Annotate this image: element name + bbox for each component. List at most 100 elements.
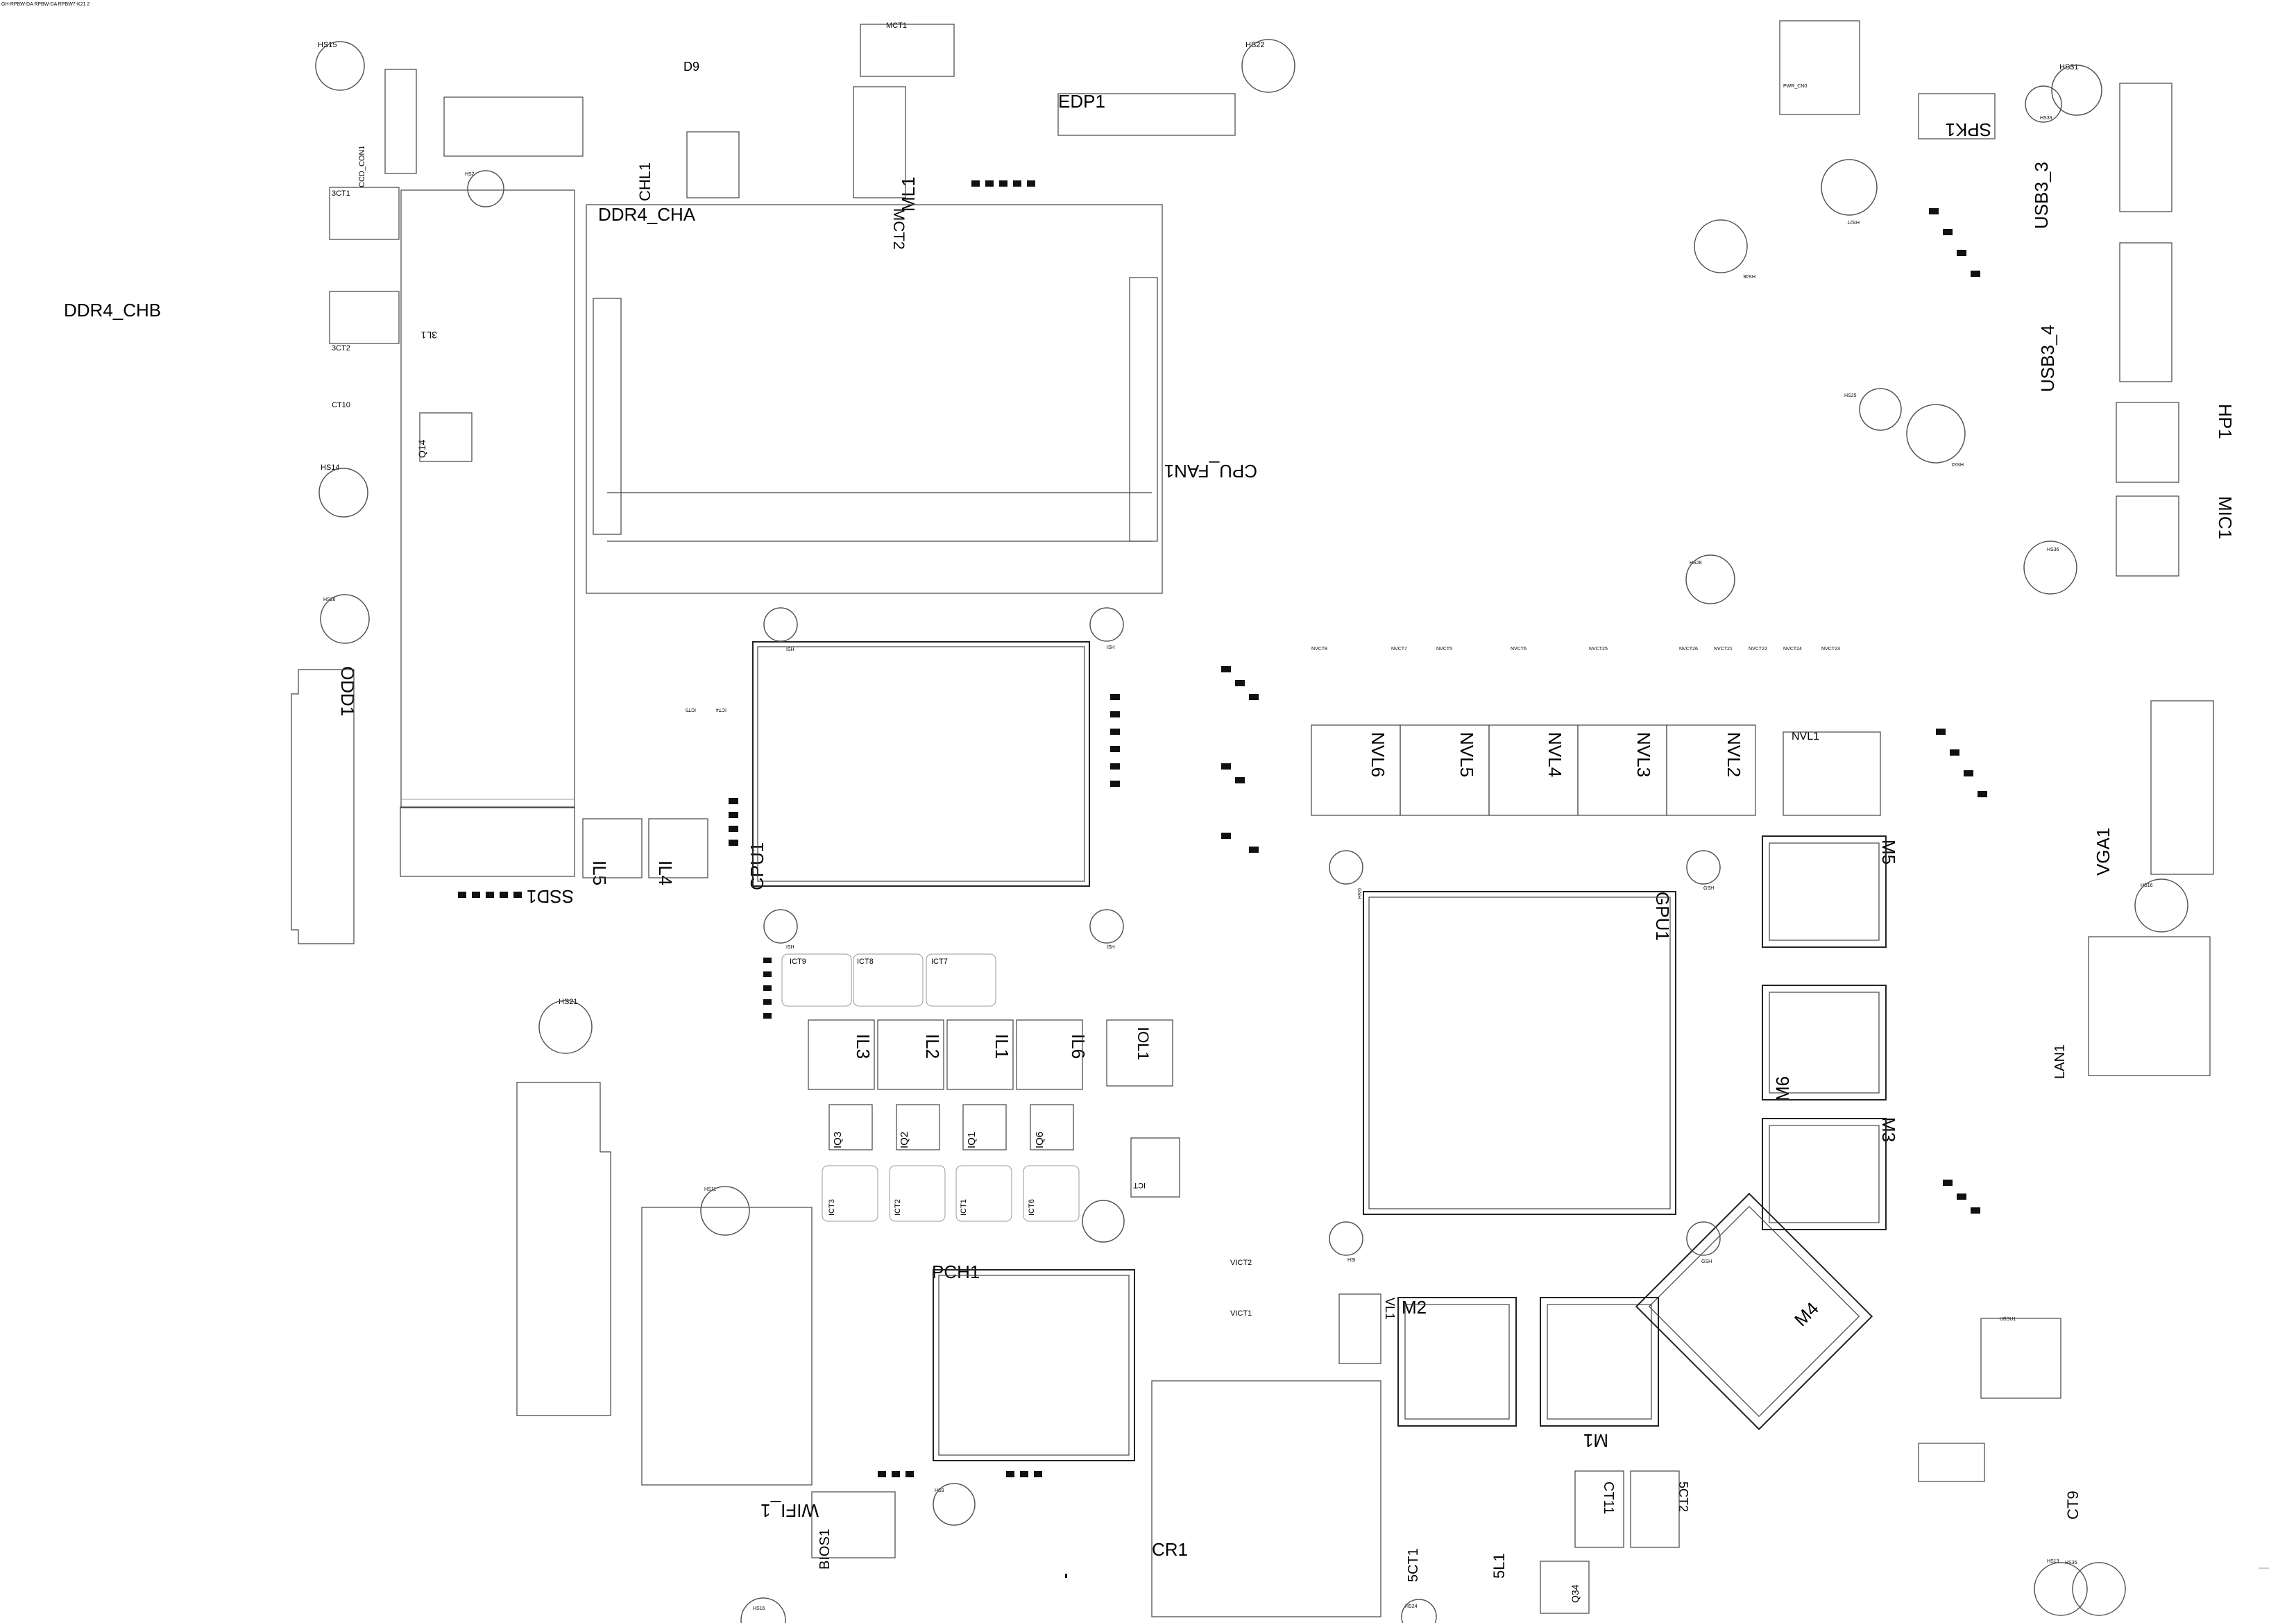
- ct10-label: CT10: [332, 401, 350, 409]
- iq-row: [828, 1104, 1074, 1150]
- mct1-label: MCT1: [886, 22, 907, 30]
- iol1-label: IOL1: [1134, 1027, 1152, 1060]
- pch-label: PCH1: [932, 1261, 980, 1282]
- nvct7-label: NVCT7: [1391, 647, 1407, 652]
- ict9-label: ICT9: [790, 958, 806, 966]
- ict3-label: ICT3: [828, 1199, 836, 1216]
- ccd-connector: [384, 69, 417, 174]
- hs35-label: HS35: [2065, 1561, 2077, 1565]
- lan-connector: [2088, 936, 2211, 1076]
- gsh3-label: GSH: [1701, 1259, 1712, 1264]
- heatsink-holes: [315, 39, 2188, 1623]
- m6-label: M6: [1772, 1076, 1793, 1101]
- vga-connector: [2150, 700, 2214, 875]
- mic-jack: [2116, 495, 2179, 577]
- m2-chip-inner: [1404, 1304, 1510, 1420]
- il-inductor-row: [808, 1019, 1173, 1090]
- nvct25-label: NVCT25: [1589, 647, 1608, 652]
- hs36-label: HS36: [2047, 547, 2059, 552]
- hs24-label: HS24: [1405, 1604, 1418, 1609]
- bios-label: BIOS1: [817, 1529, 833, 1570]
- ddr4-chb-slot: [400, 189, 575, 808]
- ict-block: [1130, 1137, 1180, 1198]
- gpu-die: [1368, 897, 1671, 1209]
- m5-chip: [1762, 835, 1887, 948]
- hs9-label: HS9: [935, 1488, 944, 1493]
- card-reader-slot: [1151, 1380, 1381, 1617]
- m6-chip-inner: [1769, 992, 1880, 1094]
- m2-label: M2: [1402, 1297, 1427, 1318]
- q34-label: Q34: [1570, 1584, 1581, 1603]
- chl1-block: [686, 131, 740, 198]
- nvl5-label: NVL5: [1456, 732, 1477, 777]
- nvct6-label: NVCT6: [1511, 647, 1527, 652]
- edp-label: EDP1: [1058, 91, 1105, 112]
- odd-connector: [291, 669, 355, 944]
- gsh2-label: GSH: [1703, 886, 1714, 891]
- vict1-label: VICT1: [1230, 1309, 1252, 1318]
- ict-label: ICT: [1133, 1181, 1146, 1189]
- pwr-cn-label: PWR_CN0: [1783, 84, 1807, 89]
- pch-package: [933, 1269, 1135, 1461]
- vl1-label: VL1: [1383, 1298, 1397, 1320]
- il4-block: [648, 818, 708, 878]
- 5l1-label: 5L1: [1490, 1553, 1508, 1579]
- 5ct1-label: 5CT1: [1406, 1548, 1421, 1582]
- odd-label: ODD1: [337, 666, 358, 716]
- nvct23-label: NVCT23: [1821, 647, 1840, 652]
- ct9-label: CT9: [2064, 1490, 2082, 1520]
- m1-label: M1: [1583, 1430, 1608, 1451]
- hs28-label: HS28: [1690, 561, 1702, 566]
- power-connector: [1779, 20, 1860, 115]
- d9-label: D9: [683, 60, 699, 74]
- 3l1-label: 3L1: [420, 330, 437, 341]
- cr-label: CR1: [1152, 1539, 1188, 1560]
- il1-label: IL1: [992, 1034, 1012, 1059]
- ict4-label: ICT4: [716, 707, 726, 712]
- vl1-block: [1338, 1293, 1381, 1364]
- ish3-label: ISH: [1107, 645, 1115, 650]
- ict1-label: ICT1: [960, 1199, 968, 1216]
- m2-chip: [1397, 1297, 1517, 1427]
- ict7-label: ICT7: [931, 958, 948, 966]
- ubsu1-chip: [1980, 1318, 2061, 1399]
- ict-top-row: [781, 953, 996, 1007]
- q14-block: [419, 412, 473, 462]
- ml1-block: [853, 86, 906, 198]
- nvct5-label: NVCT5: [1436, 647, 1452, 652]
- iq1-label: IQ1: [966, 1132, 978, 1148]
- m5-label: M5: [1878, 840, 1899, 865]
- hs48-label: HS48: [1743, 273, 1755, 278]
- iq2-label: IQ2: [899, 1132, 910, 1148]
- nvct24-label: NVCT24: [1783, 647, 1802, 652]
- small-component-pads: [458, 180, 1987, 1477]
- ct11-label: CT11: [1601, 1481, 1616, 1514]
- ct11-block: [1574, 1470, 1624, 1548]
- il6-label: IL6: [1068, 1034, 1089, 1059]
- 3ct2-block: [329, 291, 400, 344]
- hs11-label: HS11: [704, 1187, 716, 1192]
- gsh1-label: GSH: [1357, 888, 1361, 899]
- hs16b-label: HS16: [2141, 883, 2153, 888]
- q34-block: [1540, 1561, 1590, 1614]
- title-block: GH-RPBW-DA RPBW-DA RPBW7-K21 2: [1, 2, 90, 7]
- cpu-die: [757, 646, 1085, 882]
- ssd-label: SSD1: [527, 886, 574, 907]
- 5ct2-label: 5CT2: [1676, 1481, 1690, 1512]
- hp-label: HP1: [2215, 404, 2236, 439]
- il5-block: [582, 818, 643, 878]
- nvl4-label: NVL4: [1545, 732, 1565, 777]
- ish1-label: ISH: [786, 647, 794, 652]
- m5-chip-inner: [1769, 842, 1880, 941]
- fiducial-mark: [1065, 1574, 1067, 1578]
- vga-label: VGA1: [2093, 828, 2114, 876]
- ml1-label: ML1: [898, 176, 919, 212]
- nvl2-label: NVL2: [1724, 732, 1744, 777]
- cpu-fan-label: CPU_FAN1: [1164, 461, 1257, 482]
- vict2-label: VICT2: [1230, 1259, 1252, 1267]
- hp-jack: [2116, 402, 2179, 483]
- iq3-label: IQ3: [832, 1132, 844, 1148]
- gpu-package: [1363, 891, 1676, 1215]
- m3-chip: [1762, 1118, 1887, 1230]
- hs16a-label: HS16: [753, 1606, 765, 1611]
